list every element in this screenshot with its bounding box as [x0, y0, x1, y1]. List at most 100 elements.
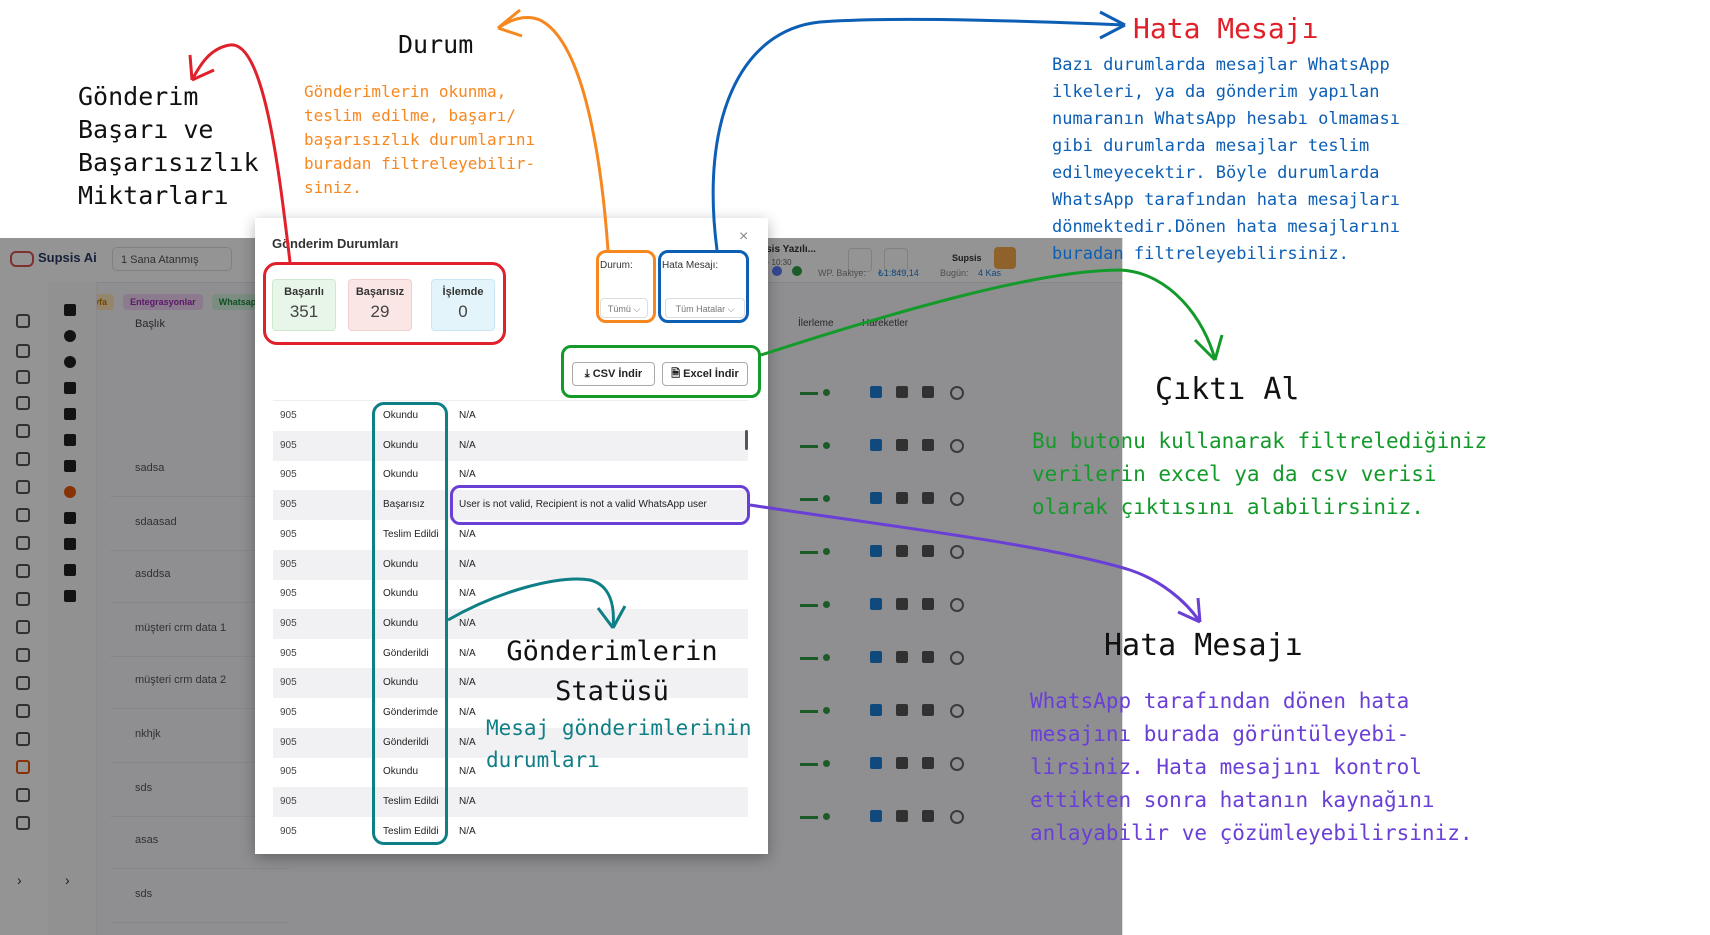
report-icon[interactable] [922, 810, 934, 822]
details-icon[interactable] [870, 704, 882, 716]
csv-download-button[interactable]: ⤓ CSV İndir [572, 362, 655, 386]
info-icon[interactable] [64, 330, 76, 342]
table-icon[interactable] [16, 396, 30, 410]
export-desc-line: olarak çıktısını alabilirsiniz. [1032, 495, 1424, 519]
table-row[interactable]: asddsa [110, 550, 290, 603]
scan-icon[interactable] [896, 704, 908, 716]
archive-icon[interactable] [64, 564, 76, 576]
collapse-chevron-icon[interactable]: › [65, 872, 70, 888]
copy-icon[interactable] [64, 382, 76, 394]
refresh-icon[interactable] [950, 810, 964, 824]
scan-icon[interactable] [896, 386, 908, 398]
mail-icon[interactable] [16, 452, 30, 466]
details-icon[interactable] [870, 545, 882, 557]
card-icon[interactable] [16, 788, 30, 802]
close-icon[interactable]: × [739, 228, 749, 245]
refresh-icon[interactable] [950, 757, 964, 771]
layout-icon[interactable] [64, 408, 76, 420]
refresh-icon[interactable] [950, 598, 964, 612]
refresh-icon[interactable] [950, 492, 964, 506]
avatar[interactable] [994, 247, 1016, 269]
table-row[interactable]: asas [110, 816, 290, 869]
status-dot [823, 601, 830, 608]
details-icon[interactable] [870, 757, 882, 769]
scan-icon[interactable] [896, 598, 908, 610]
users-icon[interactable] [16, 620, 30, 634]
document-icon[interactable] [16, 508, 30, 522]
inbox-icon[interactable] [16, 592, 30, 606]
calendar-icon[interactable] [16, 480, 30, 494]
table-row[interactable]: müşteri crm data 2 [110, 656, 290, 709]
settings-icon[interactable] [884, 248, 908, 272]
report-icon[interactable] [922, 704, 934, 716]
row-phone-number: 905 [280, 617, 297, 629]
progress-bar [800, 445, 818, 448]
company-title[interactable]: psis Yazılı... [760, 244, 816, 255]
report-icon[interactable] [922, 757, 934, 769]
refresh-icon[interactable] [950, 545, 964, 559]
tab-whatsapp[interactable]: Whatsapp [211, 294, 269, 310]
bolt-icon[interactable] [16, 676, 30, 690]
contact-card-icon[interactable] [16, 424, 30, 438]
eye-icon[interactable] [64, 356, 76, 368]
report-icon[interactable] [922, 386, 934, 398]
user-plus-icon[interactable] [64, 512, 76, 524]
message-icon[interactable] [16, 536, 30, 550]
tab-integrations[interactable]: Entegrasyonlar [123, 294, 203, 310]
note-icon[interactable] [64, 460, 76, 472]
scan-icon[interactable] [896, 545, 908, 557]
bag-icon[interactable] [64, 304, 76, 316]
status-filter-select[interactable]: Tümü ⌵ [600, 298, 648, 318]
report-icon[interactable] [922, 492, 934, 504]
excel-download-button[interactable]: 🗎 Excel İndir [662, 362, 748, 386]
list-scrollbar[interactable] [745, 430, 748, 450]
table-row[interactable]: sdaasad [110, 498, 290, 551]
scan-icon[interactable] [896, 810, 908, 822]
table-row[interactable]: müşteri crm data 1 [110, 604, 290, 657]
details-icon[interactable] [870, 598, 882, 610]
clock-icon[interactable] [16, 816, 30, 830]
bot-icon[interactable] [16, 344, 30, 358]
logo-icon [10, 250, 34, 267]
assigned-dropdown[interactable]: 1 Sana Atanmış [112, 247, 232, 271]
refresh-icon[interactable] [950, 651, 964, 665]
progress-bar [800, 763, 818, 766]
file-icon[interactable] [64, 434, 76, 446]
details-icon[interactable] [870, 810, 882, 822]
phone-icon[interactable] [64, 538, 76, 550]
details-icon[interactable] [870, 439, 882, 451]
ticket-icon[interactable] [16, 564, 30, 578]
error-filter-select[interactable]: Tüm Hatalar ⌵ [665, 298, 745, 318]
refresh-icon[interactable] [950, 386, 964, 400]
scan-icon[interactable] [896, 492, 908, 504]
refresh-icon[interactable] [950, 704, 964, 718]
help-icon[interactable] [848, 248, 872, 272]
scan-icon[interactable] [896, 439, 908, 451]
table-row[interactable]: sds [110, 764, 290, 817]
table-row[interactable]: nkhjk [110, 710, 290, 763]
table-row[interactable]: sadsa [110, 444, 290, 497]
apps-icon[interactable] [16, 704, 30, 718]
report-icon[interactable] [922, 598, 934, 610]
scan-icon[interactable] [896, 651, 908, 663]
group-icon[interactable] [16, 370, 30, 384]
scan-icon[interactable] [896, 757, 908, 769]
share-icon[interactable] [16, 760, 30, 774]
page-icon[interactable] [64, 590, 76, 602]
edit-icon[interactable] [16, 648, 30, 662]
report-icon[interactable] [922, 651, 934, 663]
report-icon[interactable] [922, 545, 934, 557]
details-icon[interactable] [870, 651, 882, 663]
gear-icon[interactable] [16, 732, 30, 746]
expand-chevron-icon[interactable]: › [17, 872, 22, 888]
table-row[interactable]: sds [110, 870, 290, 923]
broadcast-icon[interactable] [64, 486, 76, 498]
chevron-down-icon: ⌵ [725, 304, 735, 314]
column-header-title: Başlık [135, 318, 165, 330]
report-icon[interactable] [922, 439, 934, 451]
chat-icon[interactable] [16, 314, 30, 328]
details-icon[interactable] [870, 492, 882, 504]
refresh-icon[interactable] [950, 439, 964, 453]
details-icon[interactable] [870, 386, 882, 398]
